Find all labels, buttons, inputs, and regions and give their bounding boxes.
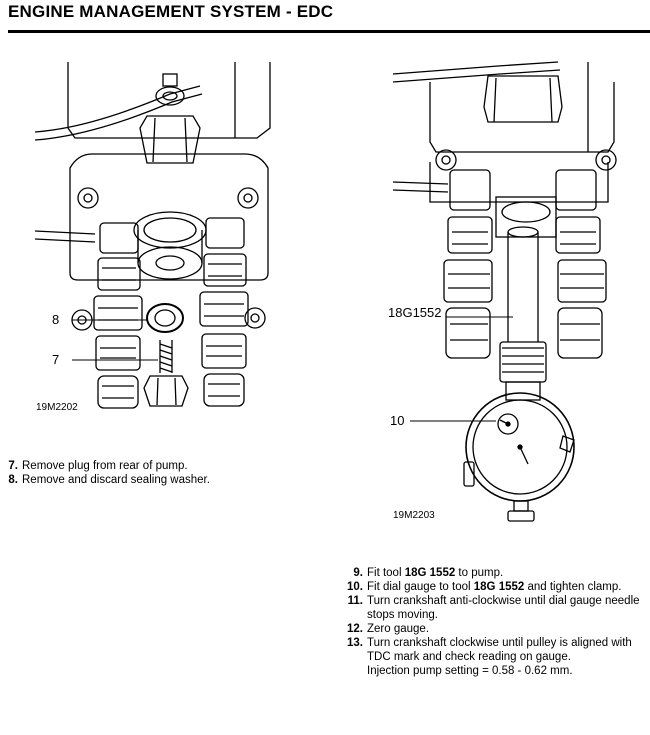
pump-rear-illustration xyxy=(34,62,271,409)
instruction-list-right: 9. Fit tool 18G 1552 to pump. 10. Fit di… xyxy=(345,566,645,678)
tool-number: 18G 1552 xyxy=(404,567,456,579)
step-number: 12. xyxy=(347,623,363,635)
figure-dial-gauge-setup xyxy=(388,52,650,524)
figure-pump-plug-removal xyxy=(30,58,280,423)
step-text: Fit dial gauge to tool xyxy=(367,581,474,593)
step-text: Fit tool xyxy=(367,567,405,579)
step-number: 9. xyxy=(353,567,363,579)
callout-label-7: 7 xyxy=(52,352,60,367)
instruction-step: 11. Turn crankshaft anti-clockwise until… xyxy=(345,594,645,622)
instruction-step: 13. Turn crankshaft clockwise until pull… xyxy=(345,636,645,678)
dial-gauge-illustration xyxy=(392,61,617,522)
callout-label-10: 10 xyxy=(390,413,405,428)
step-text: Turn crankshaft anti-clockwise until dia… xyxy=(367,595,640,621)
instruction-list-left: 7. Remove plug from rear of pump. 8. Rem… xyxy=(0,459,300,487)
step-number: 13. xyxy=(347,637,363,649)
instruction-step: 7. Remove plug from rear of pump. xyxy=(0,459,300,473)
instruction-step: 8. Remove and discard sealing washer. xyxy=(0,473,300,487)
pump-setting-spec: Injection pump setting = 0.58 - 0.62 mm. xyxy=(367,665,573,677)
step-text: Turn crankshaft clockwise until pulley i… xyxy=(367,637,632,663)
step-number: 7. xyxy=(8,460,18,472)
instruction-step: 12. Zero gauge. xyxy=(345,622,645,636)
step-number: 11. xyxy=(347,595,363,607)
step-text: to pump. xyxy=(455,567,504,579)
figure-code: 19M2202 xyxy=(36,402,78,413)
page-header: ENGINE MANAGEMENT SYSTEM - EDC xyxy=(8,0,650,33)
tool-number: 18G 1552 xyxy=(473,581,525,593)
step-text: Zero gauge. xyxy=(367,623,430,635)
step-text: and tighten clamp. xyxy=(524,581,622,593)
step-text: Remove plug from rear of pump. xyxy=(22,460,188,472)
step-number: 10. xyxy=(347,581,363,593)
figure-code: 19M2203 xyxy=(393,510,435,521)
callout-label-8: 8 xyxy=(52,312,60,327)
instruction-step: 10. Fit dial gauge to tool 18G 1552 and … xyxy=(345,580,645,594)
callout-label-18g1552: 18G1552 xyxy=(388,305,442,320)
page-title: ENGINE MANAGEMENT SYSTEM - EDC xyxy=(8,2,334,21)
instruction-step: 9. Fit tool 18G 1552 to pump. xyxy=(345,566,645,580)
step-number: 8. xyxy=(8,474,18,486)
step-text: Remove and discard sealing washer. xyxy=(22,474,210,486)
